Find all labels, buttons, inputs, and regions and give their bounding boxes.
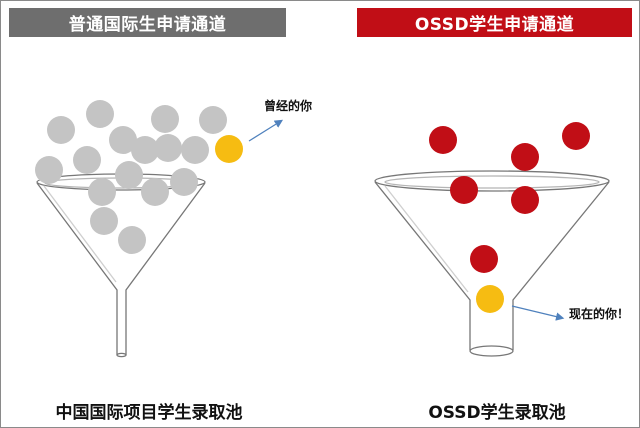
grey-ball bbox=[199, 106, 227, 134]
left-funnel-icon bbox=[36, 173, 206, 358]
annotation-now: 现在的你！ bbox=[569, 307, 630, 321]
yellow-ball-past bbox=[215, 135, 243, 163]
grey-ball bbox=[86, 100, 114, 128]
grey-ball bbox=[131, 136, 159, 164]
right-funnel-icon bbox=[374, 170, 610, 357]
red-ball bbox=[562, 122, 590, 150]
grey-ball bbox=[90, 207, 118, 235]
grey-ball bbox=[88, 178, 116, 206]
yellow-ball-now bbox=[476, 285, 504, 313]
arrow-past bbox=[248, 119, 284, 142]
red-ball bbox=[470, 245, 498, 273]
grey-ball bbox=[170, 168, 198, 196]
arrow-now bbox=[511, 305, 565, 321]
annotation-past: 曾经的你 bbox=[264, 99, 313, 113]
grey-ball bbox=[109, 126, 137, 154]
grey-ball bbox=[141, 178, 169, 206]
red-ball bbox=[450, 176, 478, 204]
left-panel-caption: 中国国际项目学生录取池 bbox=[55, 403, 243, 423]
right-panel-header: OSSD学生申请通道 bbox=[357, 8, 632, 37]
grey-ball bbox=[151, 105, 179, 133]
left-grey-balls bbox=[35, 100, 227, 254]
red-ball bbox=[511, 143, 539, 171]
grey-ball bbox=[73, 146, 101, 174]
grey-ball bbox=[154, 134, 182, 162]
red-ball bbox=[429, 126, 457, 154]
grey-ball bbox=[35, 156, 63, 184]
grey-ball bbox=[115, 161, 143, 189]
right-red-balls bbox=[429, 122, 590, 273]
left-panel-header: 普通国际生申请通道 bbox=[9, 8, 286, 37]
grey-ball bbox=[181, 136, 209, 164]
grey-ball bbox=[47, 116, 75, 144]
red-ball bbox=[511, 186, 539, 214]
right-panel-caption: OSSD学生录取池 bbox=[428, 403, 566, 423]
grey-ball bbox=[118, 226, 146, 254]
